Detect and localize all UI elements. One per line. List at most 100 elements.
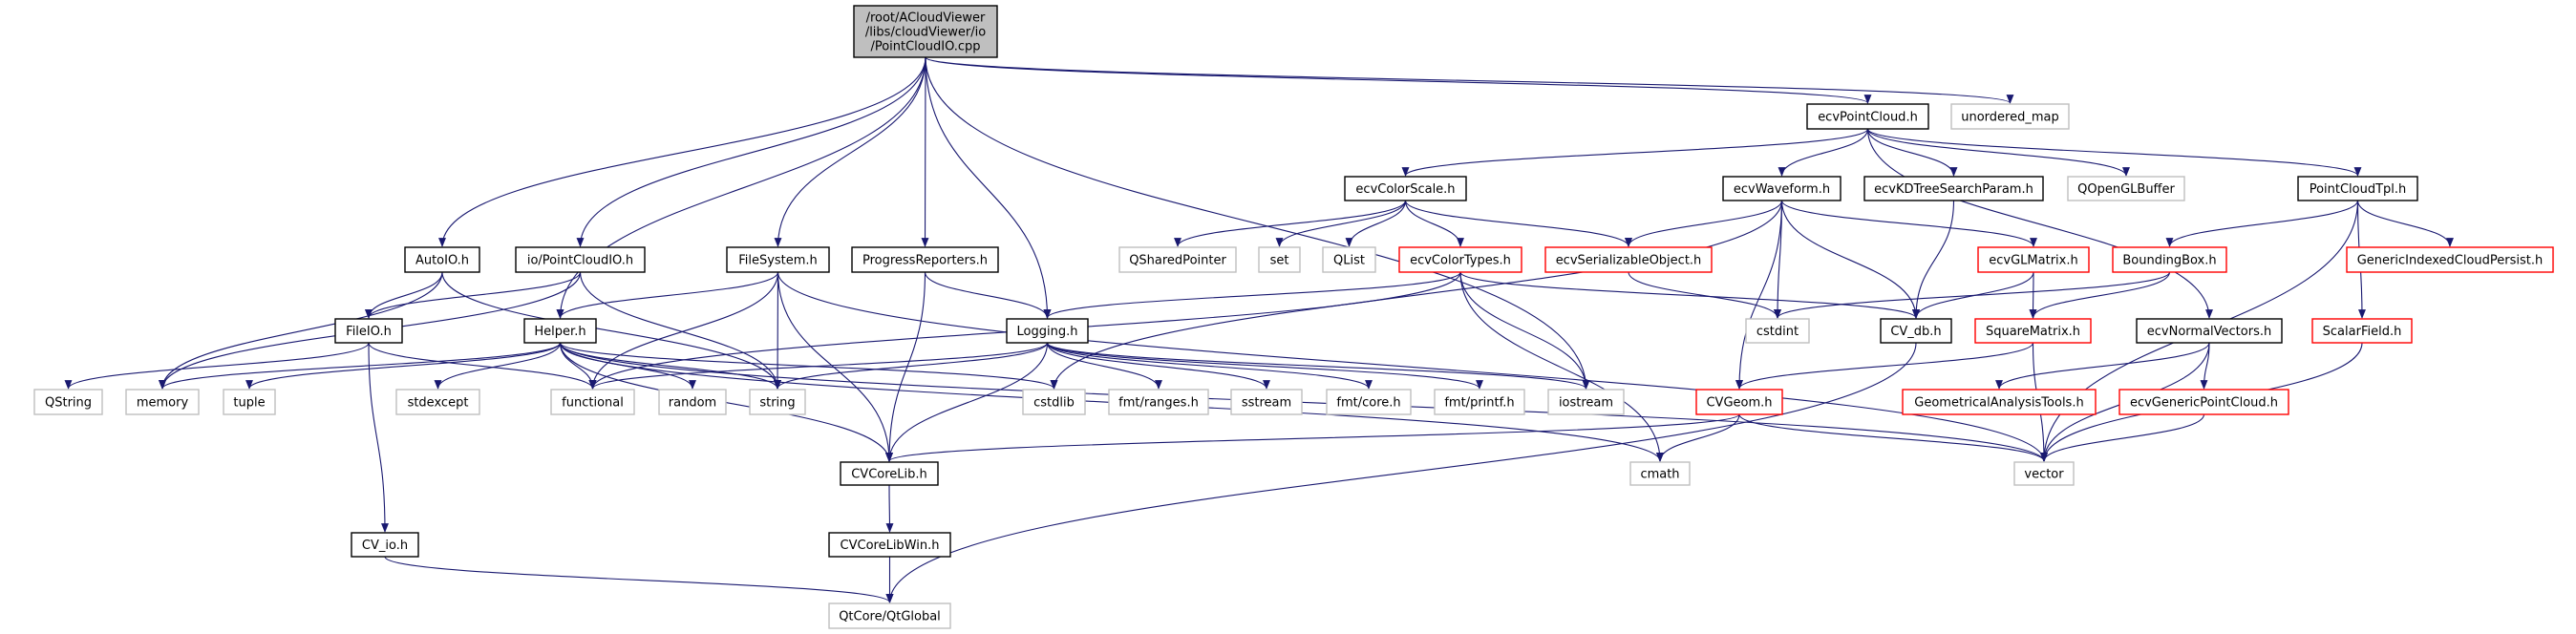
node-box bbox=[2136, 318, 2283, 344]
node-label: tuple bbox=[233, 396, 265, 411]
node-box bbox=[1722, 176, 1842, 201]
node-label: fmt/ranges.h bbox=[1118, 396, 1199, 411]
node-progress[interactable]: ProgressReporters.h bbox=[851, 246, 999, 273]
edge-root-to-iostream bbox=[925, 56, 1590, 390]
edge-root-to-autoio bbox=[438, 56, 926, 247]
edge-boundingbox-to-squarematrix bbox=[2029, 271, 2171, 319]
node-cvgeom[interactable]: CVGeom.h bbox=[1695, 389, 1783, 415]
node-colorscale[interactable]: ecvColorScale.h bbox=[1344, 176, 1467, 201]
node-colortypes[interactable]: ecvColorTypes.h bbox=[1398, 246, 1522, 273]
edge-normalvectors-to-geomtools bbox=[1995, 342, 2210, 390]
node-label: SquareMatrix.h bbox=[1986, 325, 2080, 339]
edge-ecvpointcloud-to-qopenglbuffer bbox=[1866, 128, 2130, 177]
edge-fileio-to-cvio bbox=[368, 342, 389, 533]
node-box bbox=[2311, 318, 2413, 344]
node-unordered_map: unordered_map bbox=[1950, 103, 2070, 130]
edge-cvio-to-qtglobal bbox=[384, 556, 894, 603]
edges bbox=[64, 56, 2454, 603]
edge-ecvpointcloud-to-waveform bbox=[1778, 128, 1869, 177]
node-ecvpointcloud[interactable]: ecvPointCloud.h bbox=[1806, 103, 1929, 130]
edge-autoio-to-memory bbox=[159, 271, 443, 390]
node-label: sstream bbox=[1242, 396, 1291, 411]
node-genericpc[interactable]: ecvGenericPointCloud.h bbox=[2118, 389, 2289, 415]
node-scalarfield[interactable]: ScalarField.h bbox=[2311, 318, 2413, 344]
nodes: /root/ACloudViewer/libs/cloudViewer/io/P… bbox=[33, 5, 2554, 629]
node-sstream: sstream bbox=[1230, 389, 1303, 415]
node-root[interactable]: /root/ACloudViewer/libs/cloudViewer/io/P… bbox=[853, 5, 998, 58]
node-cvcorelib[interactable]: CVCoreLib.h bbox=[840, 461, 939, 486]
edge-waveform-to-serializable bbox=[1625, 200, 1783, 247]
node-box bbox=[828, 532, 951, 558]
node-qstring: QString bbox=[33, 389, 103, 415]
node-label: string bbox=[759, 396, 795, 411]
node-label: GenericIndexedCloudPersist.h bbox=[2357, 254, 2544, 268]
node-box bbox=[1629, 461, 1691, 486]
node-box bbox=[1326, 389, 1412, 415]
node-label: QList bbox=[1333, 254, 1365, 268]
edge-ecvpointcloud-to-colorscale bbox=[1401, 128, 1869, 177]
edge-root-to-unordered_map bbox=[925, 56, 2014, 104]
node-box bbox=[1258, 246, 1301, 273]
node-autoio[interactable]: AutoIO.h bbox=[404, 246, 480, 273]
node-cvcorelibwin[interactable]: CVCoreLibWin.h bbox=[828, 532, 951, 558]
node-box bbox=[395, 389, 480, 415]
edge-root-to-pcio bbox=[576, 56, 926, 247]
edge-autoio-to-string bbox=[441, 271, 781, 390]
node-cvio[interactable]: CV_io.h bbox=[351, 532, 419, 558]
edge-squarematrix-to-cvgeom bbox=[1735, 342, 2034, 390]
edge-colorscale-to-set bbox=[1275, 200, 1407, 247]
edge-kdtree-to-cvdb bbox=[1912, 200, 1955, 319]
edge-ecvpointcloud-to-kdtree bbox=[1866, 128, 1958, 177]
node-normalvectors[interactable]: ecvNormalVectors.h bbox=[2136, 318, 2283, 344]
node-pointcloudtpl[interactable]: PointCloudTpl.h bbox=[2297, 176, 2418, 201]
node-genericindexed[interactable]: GenericIndexedCloudPersist.h bbox=[2346, 246, 2554, 273]
node-logging[interactable]: Logging.h bbox=[1006, 318, 1089, 344]
node-label: /libs/cloudViewer/io bbox=[865, 26, 986, 40]
edge-helper-to-string bbox=[559, 342, 781, 390]
edge-autoio-to-fileio bbox=[365, 271, 443, 319]
node-label: QSharedPointer bbox=[1129, 254, 1226, 268]
edge-logging-to-sstream bbox=[1046, 342, 1270, 390]
node-cstdlib: cstdlib bbox=[1022, 389, 1086, 415]
node-fileio[interactable]: FileIO.h bbox=[334, 318, 403, 344]
edge-waveform-to-glmatrix bbox=[1780, 200, 2037, 247]
node-kdtree[interactable]: ecvKDTreeSearchParam.h bbox=[1863, 176, 2044, 201]
node-geomtools[interactable]: GeometricalAnalysisTools.h bbox=[1902, 389, 2097, 415]
node-box bbox=[523, 318, 597, 344]
node-serializable[interactable]: ecvSerializableObject.h bbox=[1544, 246, 1713, 273]
edge-boundingbox-to-cstdint bbox=[1774, 271, 2171, 319]
node-glmatrix[interactable]: ecvGLMatrix.h bbox=[1977, 246, 2090, 273]
edge-waveform-to-cvgeom bbox=[1735, 200, 1783, 390]
edge-pointcloudtpl-to-genericindexed bbox=[2356, 200, 2454, 247]
node-box bbox=[223, 389, 276, 415]
node-label: ecvGLMatrix.h bbox=[1989, 254, 2077, 268]
node-box bbox=[2346, 246, 2554, 273]
edge-filesystem-to-vector bbox=[777, 271, 2048, 462]
node-waveform[interactable]: ecvWaveform.h bbox=[1722, 176, 1842, 201]
node-helper[interactable]: Helper.h bbox=[523, 318, 597, 344]
node-label: cstdlib bbox=[1033, 396, 1075, 411]
node-boundingbox[interactable]: BoundingBox.h bbox=[2112, 246, 2227, 273]
edge-helper-to-stdexcept bbox=[434, 342, 562, 390]
node-box bbox=[1398, 246, 1522, 273]
node-label: fmt/core.h bbox=[1336, 396, 1400, 411]
edge-waveform-to-cstdlib bbox=[1050, 200, 1783, 390]
node-qtglobal: QtCore/QtGlobal bbox=[828, 602, 951, 629]
node-fmtprintf: fmt/printf.h bbox=[1434, 389, 1525, 415]
node-label: functional bbox=[562, 396, 624, 411]
node-random: random bbox=[658, 389, 727, 415]
node-cvdb[interactable]: CV_db.h bbox=[1880, 318, 1952, 344]
node-squarematrix[interactable]: SquareMatrix.h bbox=[1974, 318, 2092, 344]
node-label: Helper.h bbox=[534, 325, 585, 339]
edge-logging-to-fmtranges bbox=[1046, 342, 1162, 390]
edge-cvgeom-to-vector bbox=[1738, 413, 2048, 462]
edge-root-to-helper bbox=[556, 56, 926, 319]
edge-helper-to-tuple bbox=[245, 342, 562, 390]
node-box bbox=[550, 389, 635, 415]
edge-fileio-to-functional bbox=[368, 342, 597, 390]
node-box bbox=[1863, 176, 2044, 201]
node-filesystem[interactable]: FileSystem.h bbox=[726, 246, 830, 273]
node-pcio[interactable]: io/PointCloudIO.h bbox=[515, 246, 646, 273]
node-box bbox=[1695, 389, 1783, 415]
node-label: /root/ACloudViewer bbox=[866, 11, 986, 26]
